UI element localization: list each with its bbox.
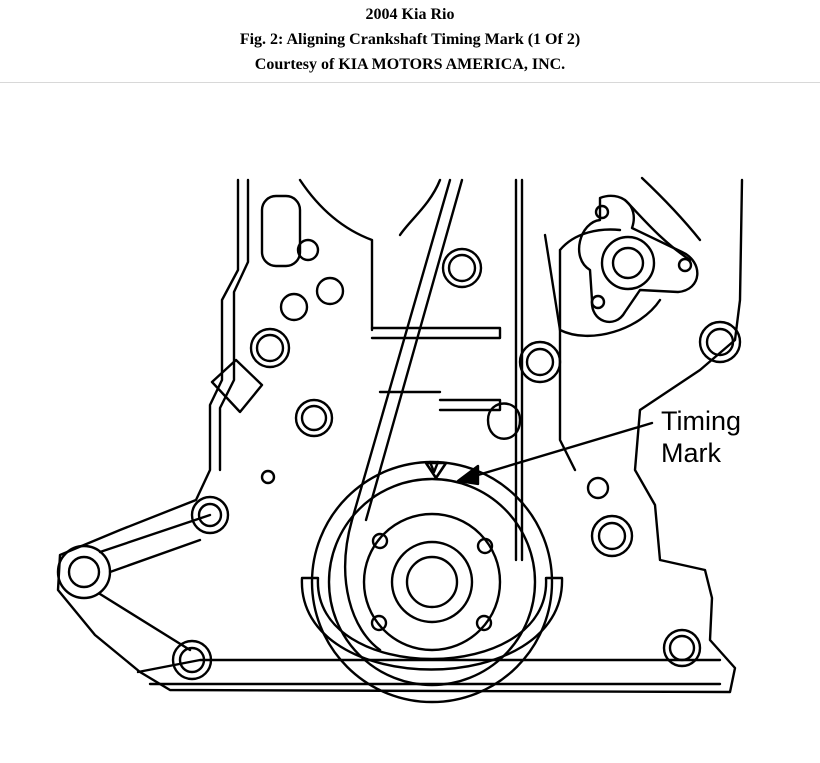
timing-mark-label-line1: Timing bbox=[661, 406, 741, 436]
crank-bolt-hole-2 bbox=[476, 537, 494, 555]
bolt-boss-lower-right-inner bbox=[668, 634, 696, 662]
block-inner-edge bbox=[218, 178, 250, 472]
bolt-boss-upper-left-1 bbox=[279, 292, 309, 322]
pump-hub-inner bbox=[611, 246, 645, 280]
pump-bolt-3 bbox=[590, 294, 606, 310]
courtesy-line: Courtesy of KIA MOTORS AMERICA, INC. bbox=[254, 56, 566, 73]
bolt-boss-right-mid bbox=[586, 476, 610, 500]
bolt-boss-left-low-inner bbox=[197, 502, 223, 528]
bolt-boss-center-upper bbox=[441, 247, 483, 289]
crank-bolt-hole-4 bbox=[475, 614, 493, 632]
page-header: 2004 Kia Rio Fig. 2: Aligning Crankshaft… bbox=[0, 0, 820, 83]
timing-belt-left-outer bbox=[344, 178, 452, 652]
pump-hub bbox=[600, 235, 656, 291]
bolt-boss-mid-left-inner bbox=[300, 404, 328, 432]
pump-housing bbox=[558, 228, 662, 338]
bolt-boss-left-mid-inner bbox=[255, 333, 285, 363]
mount-boss-left bbox=[56, 544, 112, 600]
side-small-hole bbox=[260, 469, 276, 485]
bolt-boss-center-upper-inner bbox=[447, 253, 477, 283]
bolt-boss-right-upper bbox=[698, 320, 742, 364]
timing-mark-triangle-icon bbox=[424, 461, 448, 480]
bolt-boss-lower-left bbox=[171, 639, 213, 681]
timing-belt-left-inner bbox=[364, 178, 464, 522]
callout-leader-line bbox=[466, 421, 654, 480]
idler-boss bbox=[486, 402, 522, 440]
crank-pulley-rim bbox=[327, 477, 537, 687]
cam-housing-arc-right bbox=[398, 178, 442, 237]
pump-flange bbox=[578, 194, 699, 323]
crank-pulley-bore bbox=[405, 555, 459, 609]
cam-housing-arc-left bbox=[298, 178, 374, 332]
side-bracket bbox=[210, 358, 264, 414]
figure-caption: Fig. 2: Aligning Crankshaft Timing Mark … bbox=[239, 31, 581, 48]
engine-block-outline bbox=[56, 178, 744, 694]
bolt-boss-left-low bbox=[190, 495, 230, 535]
mount-boss-left-inner bbox=[67, 555, 101, 589]
lower-rail bbox=[136, 658, 722, 674]
crank-pulley-hub bbox=[390, 540, 474, 624]
lower-guide-plate bbox=[300, 576, 564, 671]
mount-arm bbox=[98, 513, 212, 652]
bolt-boss-right-upper-inner bbox=[705, 327, 735, 357]
bolt-boss-lower-right bbox=[662, 628, 702, 668]
bolt-boss-mid-left bbox=[294, 398, 334, 438]
pulley-notch bbox=[428, 460, 440, 474]
callout-arrowhead-icon bbox=[456, 464, 480, 486]
bolt-boss-left-mid bbox=[249, 327, 291, 369]
bolt-boss-right-lower bbox=[590, 514, 634, 558]
bolt-boss-right-lower-inner bbox=[597, 521, 627, 551]
upper-left-pad bbox=[260, 194, 302, 268]
cover-web-1 bbox=[370, 326, 502, 340]
bolt-boss-upper-left-3 bbox=[296, 238, 320, 262]
bolt-boss-center-inner bbox=[525, 347, 555, 377]
bolt-boss-lower-left-inner bbox=[178, 646, 206, 674]
belt-guide-right bbox=[543, 233, 577, 472]
engine-diagram: Timing Mark bbox=[0, 83, 820, 763]
crank-bolt-hole-3 bbox=[370, 614, 388, 632]
upper-right-arc bbox=[640, 176, 702, 242]
page-title: 2004 Kia Rio bbox=[365, 6, 455, 23]
timing-mark-label-line2: Mark bbox=[661, 438, 721, 468]
crank-pulley-web bbox=[362, 512, 502, 652]
crank-bolt-hole-1 bbox=[371, 532, 389, 550]
bolt-boss-upper-left-2 bbox=[315, 276, 345, 306]
pump-bolt-1 bbox=[594, 204, 610, 220]
pump-bolt-2 bbox=[677, 257, 693, 273]
